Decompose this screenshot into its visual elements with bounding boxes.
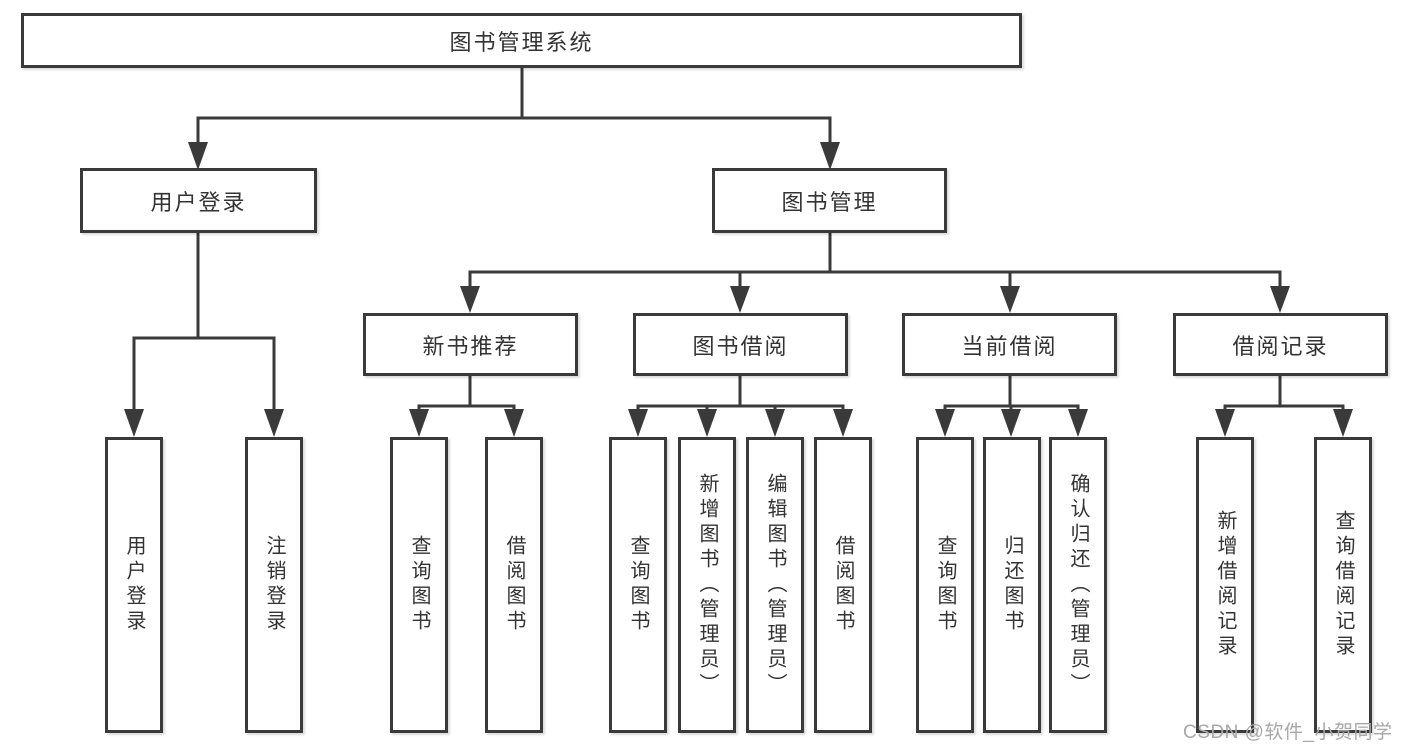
leaf-user-login: 用户登录 [105, 437, 163, 733]
leaf-borrow-borrow-books: 借阅图书 [814, 437, 872, 733]
leaf-borrow-edit-books-admin: 编辑图书（管理员） [746, 437, 804, 733]
connector-user-login-children [124, 233, 284, 437]
connector-borrow-records-children [1215, 376, 1353, 437]
leaf-borrow-query-books-label: 查询图书 [627, 535, 649, 635]
leaf-user-login-label: 用户登录 [123, 535, 145, 635]
leaf-recommend-query-books-label: 查询图书 [408, 535, 430, 635]
node-current-borrow-label: 当前借阅 [961, 333, 1058, 359]
leaf-current-query-books: 查询图书 [916, 437, 974, 733]
leaf-current-query-books-label: 查询图书 [934, 535, 956, 635]
leaf-borrow-add-books-admin: 新增图书（管理员） [678, 437, 736, 733]
node-new-book-recommend-label: 新书推荐 [422, 333, 519, 359]
node-book-borrow-label: 图书借阅 [692, 333, 789, 359]
connector-current-borrow-children [935, 376, 1088, 437]
leaf-current-confirm-return-admin: 确认归还（管理员） [1049, 437, 1107, 733]
connector-root-to-branches [188, 68, 840, 170]
watermark-text: CSDN @软件_小贺同学 [1183, 722, 1393, 743]
leaf-recommend-query-books: 查询图书 [390, 437, 448, 733]
leaf-records-query-record: 查询借阅记录 [1314, 437, 1372, 733]
leaf-recommend-borrow-books-label: 借阅图书 [503, 535, 525, 635]
node-book-management-label: 图书管理 [781, 189, 878, 215]
leaf-records-add-record: 新增借阅记录 [1196, 437, 1254, 733]
leaf-recommend-borrow-books: 借阅图书 [485, 437, 543, 733]
leaf-borrow-edit-books-admin-label: 编辑图书（管理员） [764, 472, 786, 698]
leaf-current-confirm-return-admin-label: 确认归还（管理员） [1067, 472, 1089, 698]
leaf-borrow-query-books: 查询图书 [609, 437, 667, 733]
node-root-system: 图书管理系统 [21, 13, 1022, 68]
node-current-borrow: 当前借阅 [902, 313, 1117, 376]
leaf-records-query-record-label: 查询借阅记录 [1332, 510, 1354, 660]
connector-new-book-recommend-children [409, 376, 524, 437]
node-new-book-recommend: 新书推荐 [363, 313, 578, 376]
leaf-logout-label: 注销登录 [263, 535, 285, 635]
connector-book-management-groups [460, 233, 1290, 313]
leaf-current-return-books-label: 归还图书 [1001, 535, 1023, 635]
node-user-login-label: 用户登录 [150, 189, 247, 215]
leaf-current-return-books: 归还图书 [983, 437, 1041, 733]
leaf-borrow-add-books-admin-label: 新增图书（管理员） [696, 472, 718, 698]
leaf-borrow-borrow-books-label: 借阅图书 [832, 535, 854, 635]
leaf-records-add-record-label: 新增借阅记录 [1214, 510, 1236, 660]
node-book-management: 图书管理 [712, 168, 947, 233]
node-book-borrow: 图书借阅 [633, 313, 848, 376]
node-borrow-records: 借阅记录 [1173, 313, 1388, 376]
node-root-label: 图书管理系统 [449, 29, 594, 55]
node-borrow-records-label: 借阅记录 [1232, 333, 1329, 359]
node-user-login: 用户登录 [80, 168, 317, 233]
connector-book-borrow-children [628, 376, 853, 437]
leaf-logout: 注销登录 [245, 437, 303, 733]
